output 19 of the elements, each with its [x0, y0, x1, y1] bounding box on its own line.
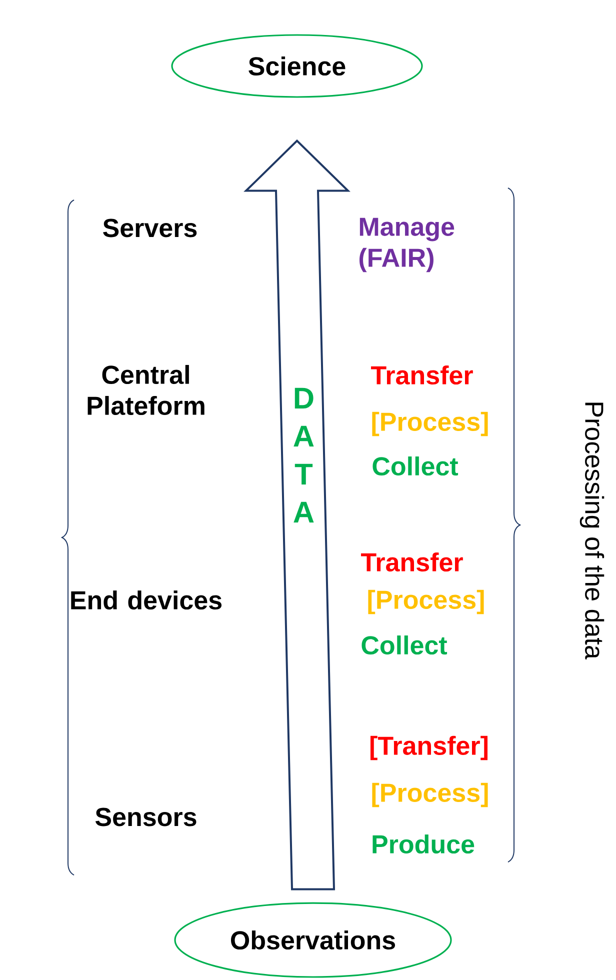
text-label: Transfer [371, 365, 473, 385]
text-label: [Process] [368, 590, 484, 614]
axis-label: Processing of the data [580, 402, 604, 660]
ellipse-node: Observations [174, 902, 452, 978]
text-label: [Process] [372, 412, 488, 436]
text-label: Collect [372, 456, 458, 476]
text-label: [Process] [372, 782, 488, 808]
ellipse-node: Science [171, 34, 423, 98]
text-label: Servers [103, 218, 197, 238]
text-label: End devices [71, 590, 222, 610]
block-arrow [244, 139, 350, 890]
text-label: Central Plateform [88, 364, 204, 416]
text-label: Manage (FAIR) [360, 218, 454, 272]
text-label: Transfer [361, 552, 463, 572]
text-label: Sensors [95, 808, 196, 826]
edge-label: D A T A [294, 388, 314, 522]
text-label: [Transfer] [370, 736, 488, 760]
text-label: Collect [362, 635, 448, 655]
text-label: Produce [372, 834, 474, 854]
